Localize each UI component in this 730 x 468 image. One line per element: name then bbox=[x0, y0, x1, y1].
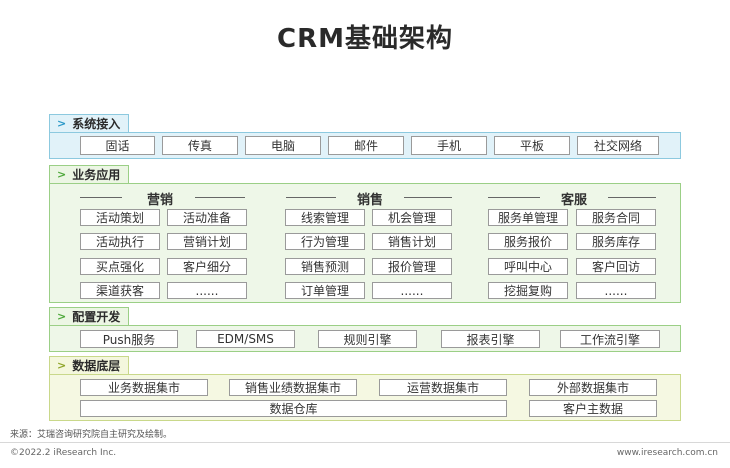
access-item-social: 社交网络 bbox=[577, 136, 659, 155]
layer-tag: > 配置开发 bbox=[49, 307, 130, 326]
config-item-rules: 规则引擎 bbox=[318, 330, 417, 348]
chevron-right-icon: > bbox=[57, 117, 67, 130]
layer-tag: > 系统接入 bbox=[49, 114, 130, 133]
layer-label: 配置开发 bbox=[72, 310, 121, 324]
layer-label: 数据底层 bbox=[72, 359, 121, 373]
access-item-computer: 电脑 bbox=[245, 136, 321, 155]
group-divider bbox=[80, 197, 122, 198]
group-title-marketing: 营销 bbox=[146, 193, 173, 208]
service-item: 服务报价 bbox=[488, 233, 568, 250]
config-item-edm-sms: EDM/SMS bbox=[196, 330, 295, 348]
service-item: 呼叫中心 bbox=[488, 258, 568, 275]
access-item-phone: 手机 bbox=[411, 136, 487, 155]
config-item-reports: 报表引擎 bbox=[441, 330, 540, 348]
service-item: 挖掘复购 bbox=[488, 282, 568, 299]
marketing-item: 买点强化 bbox=[80, 258, 160, 275]
website-link[interactable]: www.iresearch.com.cn bbox=[616, 448, 718, 458]
layer-label: 业务应用 bbox=[72, 168, 121, 182]
layer-panel: 营销 活动策划 活动准备 活动执行 营销计划 买点强化 客户细分 渠道获客 ..… bbox=[49, 183, 681, 303]
group-title-sales: 销售 bbox=[356, 193, 383, 208]
layer-header: > 配置开发 bbox=[49, 307, 681, 327]
service-item: 客户回访 bbox=[576, 258, 656, 275]
chevron-right-icon: > bbox=[57, 168, 67, 181]
access-item-email: 邮件 bbox=[328, 136, 404, 155]
layer-panel: 固话 传真 电脑 邮件 手机 平板 社交网络 bbox=[49, 132, 681, 159]
marketing-item: 活动准备 bbox=[167, 209, 247, 226]
layer-header: > 数据底层 bbox=[49, 356, 681, 376]
copyright: ©2022.2 iResearch Inc. bbox=[10, 448, 117, 458]
sales-item: 报价管理 bbox=[372, 258, 452, 275]
layer-config-dev: > 配置开发 Push服务 EDM/SMS 规则引擎 报表引擎 工作流引擎 bbox=[49, 307, 681, 352]
config-item-push: Push服务 bbox=[80, 330, 178, 348]
sales-item: ...... bbox=[372, 282, 452, 299]
group-divider bbox=[608, 197, 656, 198]
data-item-business-mart: 业务数据集市 bbox=[80, 379, 208, 396]
data-item-external-mart: 外部数据集市 bbox=[529, 379, 657, 396]
layer-system-access: > 系统接入 固话 传真 电脑 邮件 手机 平板 社交网络 bbox=[49, 114, 681, 160]
access-item-tablet: 平板 bbox=[494, 136, 570, 155]
group-divider bbox=[286, 197, 336, 198]
sales-item: 销售计划 bbox=[372, 233, 452, 250]
sales-item: 线索管理 bbox=[285, 209, 365, 226]
layer-data: > 数据底层 业务数据集市 销售业绩数据集市 运营数据集市 外部数据集市 数据仓… bbox=[49, 356, 681, 421]
data-item-customer-master: 客户主数据 bbox=[529, 400, 657, 417]
group-divider bbox=[488, 197, 540, 198]
layer-tag: > 业务应用 bbox=[49, 165, 130, 184]
data-item-warehouse: 数据仓库 bbox=[80, 400, 507, 417]
config-item-workflow: 工作流引擎 bbox=[560, 330, 660, 348]
sales-item: 订单管理 bbox=[285, 282, 365, 299]
layer-panel: 业务数据集市 销售业绩数据集市 运营数据集市 外部数据集市 数据仓库 客户主数据 bbox=[49, 374, 681, 421]
marketing-item: 活动执行 bbox=[80, 233, 160, 250]
group-title-service: 客服 bbox=[560, 193, 587, 208]
marketing-item: 渠道获客 bbox=[80, 282, 160, 299]
layer-label: 系统接入 bbox=[72, 117, 121, 131]
data-item-ops-mart: 运营数据集市 bbox=[379, 379, 507, 396]
access-item-landline: 固话 bbox=[80, 136, 155, 155]
layer-business-apps: > 业务应用 营销 活动策划 活动准备 活动执行 营销计划 买点强化 客户细分 … bbox=[49, 165, 681, 303]
group-divider bbox=[404, 197, 452, 198]
sales-item: 机会管理 bbox=[372, 209, 452, 226]
data-item-sales-mart: 销售业绩数据集市 bbox=[229, 379, 357, 396]
service-item: 服务合同 bbox=[576, 209, 656, 226]
chevron-right-icon: > bbox=[57, 310, 67, 323]
service-item: 服务库存 bbox=[576, 233, 656, 250]
marketing-item: 营销计划 bbox=[167, 233, 247, 250]
access-item-fax: 传真 bbox=[162, 136, 238, 155]
marketing-item: ...... bbox=[167, 282, 247, 299]
chevron-right-icon: > bbox=[57, 359, 67, 372]
marketing-item: 活动策划 bbox=[80, 209, 160, 226]
layer-header: > 业务应用 bbox=[49, 165, 681, 185]
group-divider bbox=[195, 197, 245, 198]
layer-header: > 系统接入 bbox=[49, 114, 681, 134]
service-item: 服务单管理 bbox=[488, 209, 568, 226]
layer-panel: Push服务 EDM/SMS 规则引擎 报表引擎 工作流引擎 bbox=[49, 325, 681, 352]
layer-tag: > 数据底层 bbox=[49, 356, 130, 375]
footer-divider bbox=[0, 442, 730, 443]
page-title: CRM基础架构 bbox=[277, 24, 453, 54]
source-note: 来源：艾瑞咨询研究院自主研究及绘制。 bbox=[10, 430, 173, 440]
service-item: ...... bbox=[576, 282, 656, 299]
sales-item: 销售预测 bbox=[285, 258, 365, 275]
marketing-item: 客户细分 bbox=[167, 258, 247, 275]
sales-item: 行为管理 bbox=[285, 233, 365, 250]
